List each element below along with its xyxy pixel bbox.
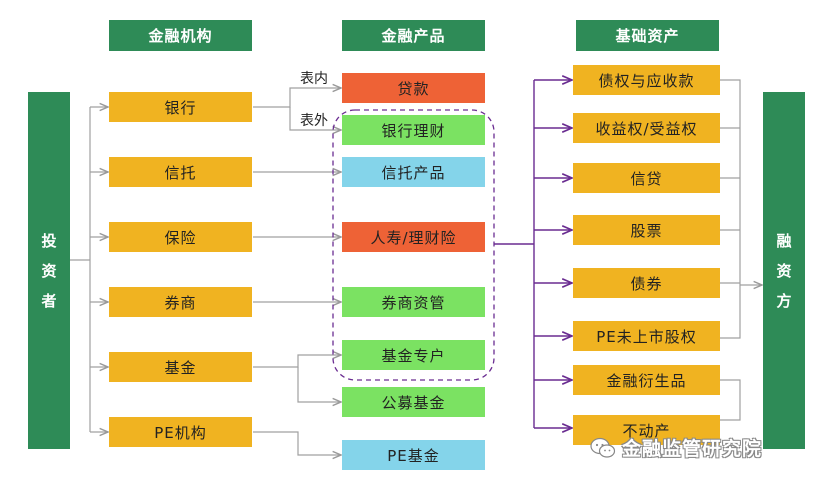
product-pe-fund: PE基金 <box>342 440 485 470</box>
header-assets: 基础资产 <box>576 20 719 51</box>
institution-fund: 基金 <box>109 352 252 382</box>
investors-char: 者 <box>41 291 57 310</box>
product-mutual-fund: 公募基金 <box>342 387 485 417</box>
wechat-icon <box>590 437 616 458</box>
institution-insurance: 保险 <box>109 222 252 252</box>
product-loan: 贷款 <box>342 73 485 103</box>
asset-real-estate: 不动产 <box>573 415 720 445</box>
institution-trust: 信托 <box>109 157 252 187</box>
asset-derivatives: 金融衍生品 <box>573 365 720 395</box>
institution-pe: PE机构 <box>109 417 252 447</box>
financiers-char: 方 <box>776 291 792 310</box>
institution-bank: 银行 <box>109 92 252 122</box>
product-trust: 信托产品 <box>342 157 485 187</box>
financiers-char: 融 <box>776 231 792 250</box>
financiers-bar: 融 资 方 <box>763 92 805 449</box>
investors-char: 资 <box>41 261 57 280</box>
asset-income-rights: 收益权/受益权 <box>573 113 720 143</box>
product-fund-account: 基金专户 <box>342 340 485 370</box>
financiers-char: 资 <box>776 261 792 280</box>
header-institutions: 金融机构 <box>109 20 252 51</box>
header-products: 金融产品 <box>342 20 485 51</box>
product-securities-am: 券商资管 <box>342 287 485 317</box>
off-balance-group-outline <box>332 109 495 381</box>
watermark-text: 金融监管研究院 <box>622 438 763 460</box>
off-balance-label: 表外 <box>300 113 328 129</box>
product-insurance: 人寿/理财险 <box>342 222 485 252</box>
watermark: 金融监管研究院 <box>590 434 762 461</box>
asset-bonds: 债券 <box>573 268 720 298</box>
asset-unlisted-equity: PE未上市股权 <box>573 321 720 351</box>
asset-stocks: 股票 <box>573 215 720 245</box>
asset-credit: 信贷 <box>573 163 720 193</box>
institution-securities: 券商 <box>109 287 252 317</box>
on-balance-label: 表内 <box>300 71 328 87</box>
investors-char: 投 <box>41 231 57 250</box>
investors-bar: 投 资 者 <box>28 92 70 449</box>
asset-receivables: 债权与应收款 <box>573 65 720 95</box>
product-bank-wealth: 银行理财 <box>342 115 485 145</box>
